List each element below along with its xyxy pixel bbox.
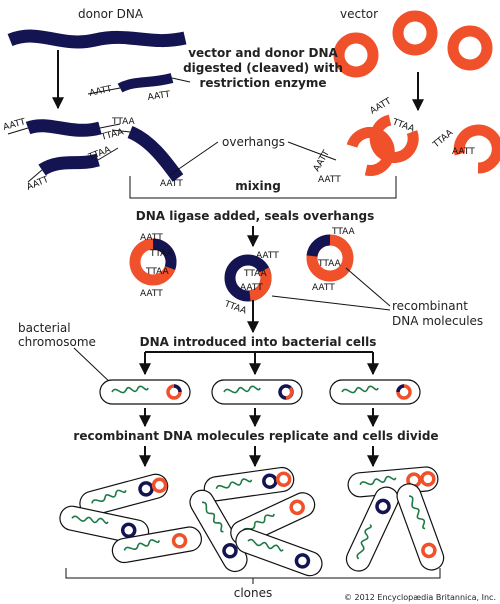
sequence-ttaa: TTAA	[111, 117, 136, 127]
sequence-ttaa: TTAA	[317, 259, 342, 269]
sequence-aatt: AATT	[89, 84, 114, 99]
bacterial-label-line1: bacterial	[18, 321, 71, 335]
recombinant-plasmid	[129, 238, 177, 286]
sequence-ttaa: TTAA	[149, 249, 174, 259]
introduced-caption: DNA introduced into bacterial cells	[140, 335, 377, 349]
mixing-bracket	[129, 176, 397, 199]
cut-vector	[369, 114, 419, 164]
recombinant-label-line2: DNA molecules	[392, 314, 483, 328]
ligase-caption: DNA ligase added, seals overhangs	[136, 209, 374, 223]
sequence-ttaa: TTAA	[390, 117, 416, 135]
sequence-aatt: AATT	[140, 233, 163, 243]
donor-dna-strand	[7, 29, 187, 49]
sequence-aatt: AATT	[312, 283, 335, 293]
dividing-cell	[59, 505, 150, 545]
donor-fragment	[25, 119, 102, 137]
overhangs-label: overhangs	[222, 135, 285, 149]
sticky-end	[97, 147, 119, 161]
sticky-end	[171, 77, 191, 83]
clones-label: clones	[234, 586, 273, 600]
digestion-caption-line1: vector and donor DNA	[188, 46, 338, 60]
sequence-ttaa: TTAA	[243, 269, 268, 279]
vector-label: vector	[340, 7, 378, 21]
clones-bracket	[65, 568, 441, 579]
bacterial-cell	[99, 379, 191, 405]
cut-vector	[453, 124, 500, 174]
donor-fragment	[117, 73, 174, 93]
digestion-caption-line3: restriction enzyme	[199, 76, 326, 90]
sticky-end	[111, 129, 131, 133]
chromosome-pointer	[73, 347, 115, 387]
sticky-end	[87, 87, 121, 95]
sequence-aatt: AATT	[25, 175, 50, 193]
bacterial-label-line2: chromosome	[18, 335, 96, 349]
sequence-aatt: AATT	[140, 289, 163, 299]
sequence-aatt: AATT	[147, 90, 171, 103]
donor-fragment	[38, 153, 100, 176]
sequence-aatt: AATT	[256, 251, 279, 261]
recombinant-plasmid	[224, 254, 272, 302]
sticky-end	[7, 127, 29, 135]
cut-vector	[346, 126, 395, 176]
sequence-aatt: AATT	[160, 179, 183, 189]
replicate-caption: recombinant DNA molecules replicate and …	[73, 429, 438, 443]
vector-plasmid	[392, 10, 438, 56]
sequence-ttaa: TTAA	[331, 227, 356, 237]
sequence-aatt: AATT	[2, 117, 27, 133]
copyright-notice: © 2012 Encyclopædia Britannica, Inc.	[344, 593, 496, 602]
sequence-aatt: AATT	[452, 147, 475, 157]
overhangs-pointer	[169, 141, 219, 176]
overhangs-pointer	[287, 141, 337, 161]
dividing-cell	[79, 473, 169, 516]
dividing-cell	[396, 483, 445, 571]
sequence-ttaa: TTAA	[86, 145, 113, 163]
recombinant-pointer	[345, 267, 391, 307]
sequence-ttaa: TTAA	[145, 267, 170, 277]
donor-dna-label: donor DNA	[78, 7, 144, 21]
sequence-ttaa: TTAA	[222, 299, 248, 317]
vector-plasmid	[333, 32, 379, 78]
sequence-aatt: AATT	[240, 283, 263, 293]
sticky-end	[27, 169, 43, 183]
sticky-end	[99, 123, 121, 129]
sequence-aatt: AATT	[369, 96, 394, 116]
donor-fragment	[127, 125, 184, 182]
mixing-label: mixing	[235, 179, 281, 193]
bacterial-cell	[211, 379, 303, 405]
sequence-aatt: AATT	[318, 175, 341, 185]
vector-plasmid	[447, 25, 493, 71]
recombinant-pointer	[271, 295, 391, 311]
dividing-cell	[345, 486, 399, 572]
dividing-cell	[203, 466, 295, 502]
bacterial-cell	[329, 379, 421, 405]
recombinant-plasmid	[306, 234, 354, 282]
digestion-caption-line2: digested (cleaved) with	[183, 61, 343, 75]
dividing-cell	[111, 526, 202, 564]
dividing-cell	[235, 528, 323, 577]
dividing-cell	[189, 489, 248, 573]
recombinant-label-line1: recombinant	[392, 299, 468, 313]
